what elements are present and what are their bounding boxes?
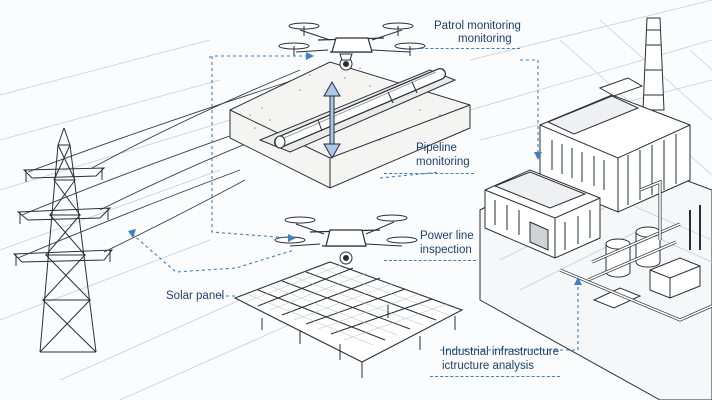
transmission-tower <box>12 127 114 353</box>
pipeline-block <box>229 61 471 189</box>
label-patrol-underline <box>410 48 520 49</box>
label-industrial: Industrial infrastructure <box>442 346 559 358</box>
label-power-underline <box>384 260 476 261</box>
label-pipeline-2: monitoring <box>416 156 470 168</box>
solar-panel-array <box>233 261 464 378</box>
label-power-line: Power line <box>420 230 474 242</box>
label-patrol-monitoring-2: monitoring <box>458 33 512 45</box>
label-patrol-monitoring: Patrol monitoring <box>434 20 521 32</box>
industrial-plant <box>479 17 712 400</box>
scan-arrow <box>323 80 341 160</box>
label-pipeline-underline <box>384 173 474 174</box>
connector-arrowheads <box>128 52 582 285</box>
inspection-drone <box>274 214 418 265</box>
label-solar-panel: Solar panel <box>166 290 225 302</box>
storage-tanks <box>587 179 701 309</box>
power-lines <box>17 69 301 259</box>
label-industrial-2: ictructure analysis <box>442 360 535 372</box>
label-pipeline: Pipeline <box>416 142 457 154</box>
patrol-drone <box>278 22 426 71</box>
label-industrial-underline <box>430 376 560 377</box>
label-power-line-2: inspection <box>420 244 472 256</box>
